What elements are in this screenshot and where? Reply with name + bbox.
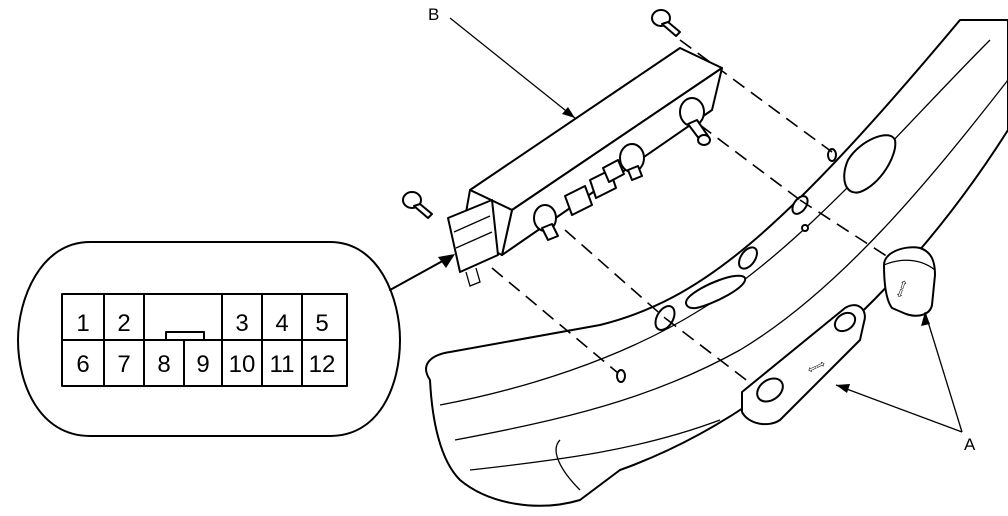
pin-label: 2: [117, 310, 130, 337]
svg-text:⇦⇨: ⇦⇨: [892, 278, 911, 300]
alignment-lines: [491, 39, 906, 393]
pin-label: 11: [270, 351, 295, 378]
callout-b: B: [428, 5, 576, 119]
switch-shaft-left: [533, 204, 559, 241]
knob-a-right: ⇦⇨: [883, 246, 936, 317]
switch-unit: [447, 47, 723, 287]
pin-label: 9: [196, 351, 209, 378]
callout-label-b: B: [428, 5, 439, 24]
pin-label: 4: [275, 310, 288, 337]
pin-label: 6: [76, 351, 89, 378]
pin-label: 8: [157, 351, 170, 378]
pin-label: 5: [315, 310, 328, 337]
knob-a-bar: ⇦⇨: [741, 304, 866, 426]
switch-buttons-center: [564, 159, 625, 216]
switch-shaft-right: [679, 97, 711, 146]
pin-label: 1: [76, 310, 89, 337]
screw-left: [402, 191, 433, 219]
callout-a: A: [835, 311, 976, 454]
screw-top: [651, 9, 681, 37]
connector-detail: 1 2 3 4 5 6 7 8 9 10 11 12: [17, 241, 455, 437]
pin-label: 7: [117, 351, 130, 378]
connector-pinout: 1 2 3 4 5 6 7 8 9 10 11 12: [61, 293, 348, 387]
switch-shaft-center: [619, 143, 645, 181]
callout-label-a: A: [964, 435, 976, 454]
pin-label: 3: [235, 310, 248, 337]
pin-label: 10: [229, 351, 256, 378]
pin-label: 12: [309, 351, 336, 378]
